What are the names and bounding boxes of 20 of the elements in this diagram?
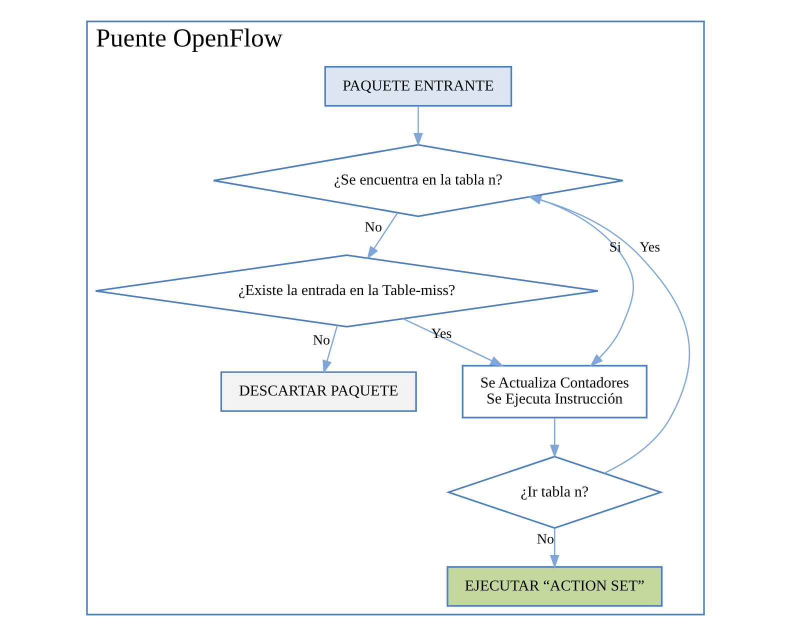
- edge-label: Si: [608, 239, 621, 256]
- arrow: [549, 528, 559, 568]
- edge-label: Yes: [639, 239, 660, 256]
- edge-label: No: [536, 531, 554, 548]
- arrow: [413, 106, 422, 146]
- edge-label: No: [312, 332, 330, 349]
- edge-label: No: [364, 220, 382, 236]
- node-diamond: ¿Existe la entrada en la Table-miss?: [94, 254, 598, 328]
- edge-label: Yes: [430, 326, 452, 342]
- node-box: EJECUTAR “ACTION SET”: [446, 566, 662, 607]
- node-box: Se Actualiza Contadores Se Ejecuta Instrucción: [461, 364, 647, 418]
- node-diamond: ¿Se encuentra en la tabla n?: [212, 144, 624, 218]
- node-diamond: ¿Ir tabla n?: [446, 456, 663, 529]
- arrow: [549, 418, 559, 458]
- arrow: [366, 212, 398, 260]
- arrow: [402, 318, 504, 366]
- arrow: [322, 325, 338, 374]
- arrow: [527, 195, 690, 474]
- node-box: PAQUETE ENTRANTE: [324, 66, 512, 107]
- node-box: DESCARTAR PAQUETE: [220, 371, 416, 412]
